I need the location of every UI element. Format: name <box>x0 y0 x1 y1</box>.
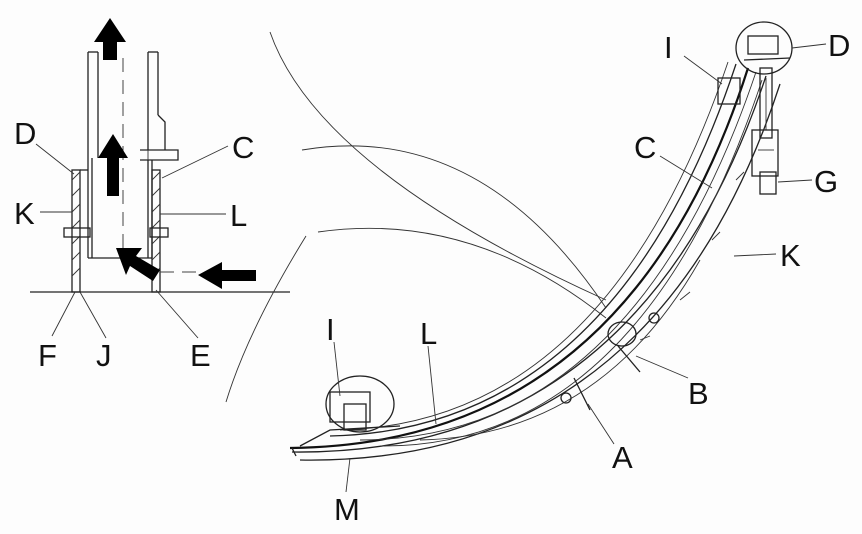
label-assembly-c: C <box>634 130 656 165</box>
magnify-line-lower <box>317 227 607 319</box>
top-rail-plate <box>759 67 773 139</box>
flange-collar <box>140 149 179 161</box>
label-assembly-a: A <box>612 440 633 475</box>
clamp-g <box>751 129 779 177</box>
label-section-f: F <box>38 338 57 373</box>
label-assembly-m: M <box>334 492 360 527</box>
label-assembly-i-top: I <box>664 30 673 65</box>
magnify-line-top <box>269 31 607 301</box>
bottom-end-cap <box>325 375 395 433</box>
label-assembly-g: G <box>814 164 838 199</box>
segment-divider-b <box>617 345 641 373</box>
flow-arrow-middle <box>98 134 128 196</box>
curved-rail-inner <box>329 63 737 437</box>
magnify-line-upper <box>301 145 607 309</box>
section-view <box>30 18 290 339</box>
label-assembly-k: K <box>780 238 801 273</box>
bottom-tip <box>299 425 401 447</box>
assembly-labels: I D C G K B A I L M <box>326 28 850 527</box>
top-end-cap <box>735 21 793 75</box>
label-section-c: C <box>232 130 254 165</box>
segment-divider-a <box>573 377 591 411</box>
label-assembly-l: L <box>420 316 437 351</box>
bolt-left <box>63 227 91 238</box>
top-bracket <box>717 77 741 105</box>
label-section-d: D <box>14 116 36 151</box>
flow-arrow-turn <box>116 248 160 281</box>
label-section-j: J <box>96 338 112 373</box>
casing-right-wall <box>151 169 161 293</box>
flow-arrow-top <box>94 18 126 60</box>
label-section-k: K <box>14 196 35 231</box>
label-section-e: E <box>190 338 211 373</box>
label-assembly-i-bottom: I <box>326 312 335 347</box>
label-assembly-b: B <box>688 376 709 411</box>
screw-a <box>560 392 572 404</box>
label-section-l: L <box>230 198 247 233</box>
joint-ring <box>607 321 637 347</box>
casing-left-wall <box>71 169 81 293</box>
curved-body-base-edge <box>299 83 781 461</box>
flow-arrow-inlet <box>198 262 256 289</box>
label-assembly-d: D <box>828 28 850 63</box>
magnify-line-bottom <box>225 235 307 403</box>
section-labels: D C K L F J E <box>14 116 254 373</box>
screw-b <box>648 312 660 324</box>
curved-rail-mid <box>359 71 757 441</box>
assembly-view <box>289 21 827 493</box>
bolt-right <box>149 227 169 238</box>
